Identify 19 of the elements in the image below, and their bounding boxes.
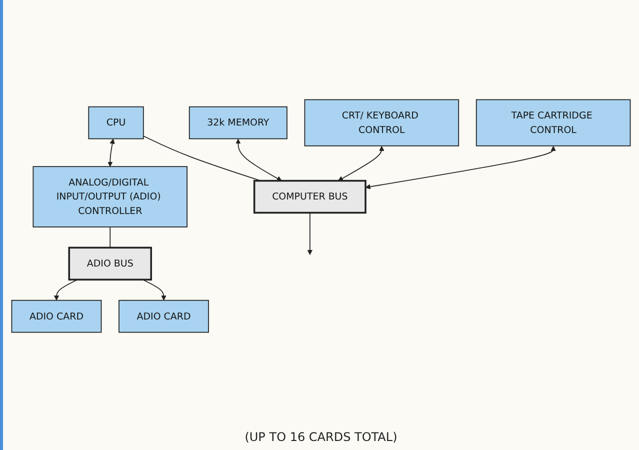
arrow [54,279,78,301]
node-box: ADIO CARD [11,300,102,333]
node-box: ANALOG/DIGITAL INPUT/OUTPUT (ADIO) CONTROLLER [32,166,188,228]
arrow [108,138,115,167]
connector [110,226,111,248]
node-box: CPU [88,106,144,140]
node-box: CRT/ KEYBOARD CONTROL [304,99,460,146]
arrow [142,279,166,301]
node-box: TAPE CARTRIDGE CONTROL [476,99,631,146]
arrow [307,212,313,255]
node-box: COMPUTER BUS [253,180,366,214]
arrow [365,146,556,190]
note-text: (UP TO 16 CARDS TOTAL) [244,430,398,444]
node-box: 32k MEMORY [188,106,288,140]
connector [142,136,262,182]
arrow [236,138,282,182]
node-box: ADIO CARD [118,300,209,333]
arrow [338,146,384,182]
node-box: ADIO BUS [68,246,152,281]
